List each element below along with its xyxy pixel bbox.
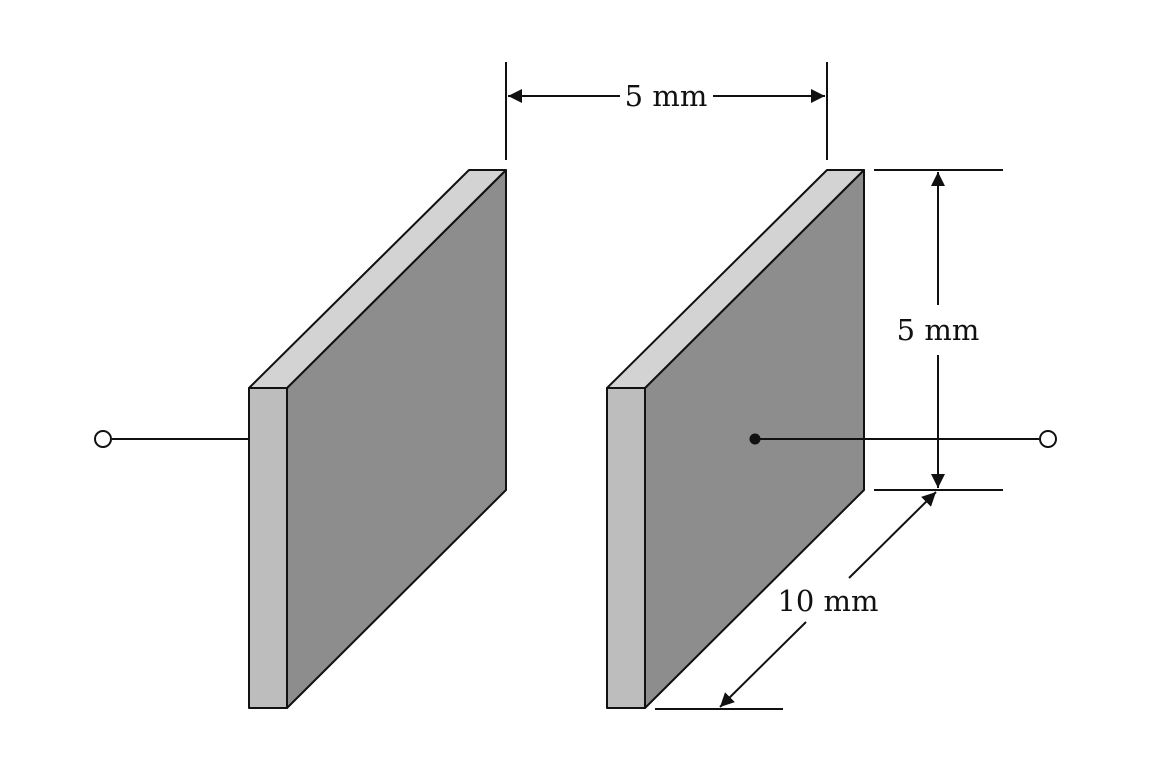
gap-dimension: 5 mm bbox=[505, 62, 828, 160]
left-plate-side-edge bbox=[248, 387, 288, 709]
right-terminal-circle bbox=[1039, 430, 1057, 448]
right-terminal bbox=[749, 430, 1057, 448]
left-terminal-circle bbox=[94, 430, 112, 448]
depth-arrow-down bbox=[719, 621, 807, 708]
gap-label: 5 mm bbox=[625, 79, 708, 113]
left-plate bbox=[248, 169, 507, 709]
height-label: 5 mm bbox=[897, 313, 980, 347]
height-dimension: 5 mm bbox=[874, 169, 1003, 491]
left-terminal bbox=[94, 430, 249, 448]
depth-dimension: 10 mm bbox=[655, 491, 937, 710]
depth-label: 10 mm bbox=[777, 584, 878, 618]
depth-arrow-up bbox=[848, 491, 937, 579]
right-plate-side-edge bbox=[606, 387, 646, 709]
